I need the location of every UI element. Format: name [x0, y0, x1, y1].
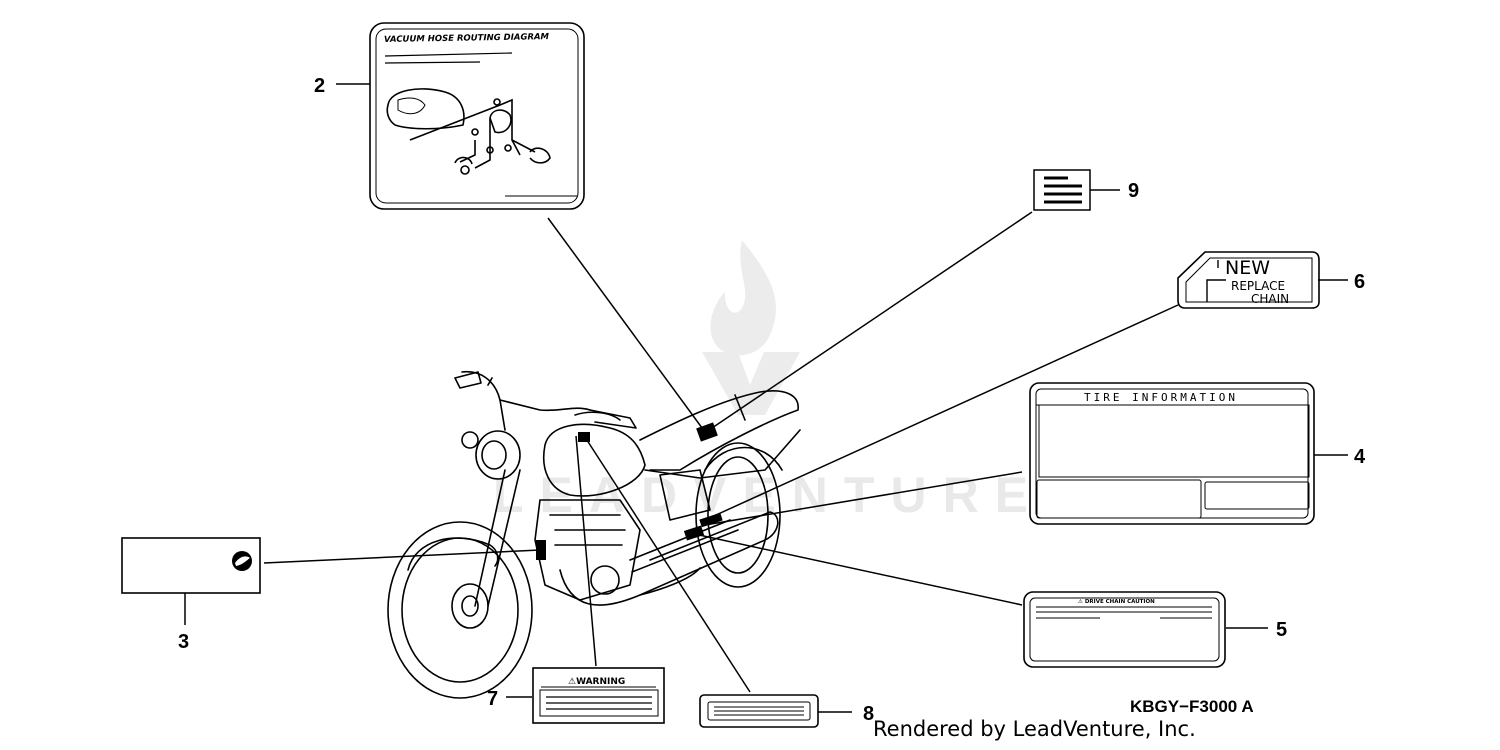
- callout-7[interactable]: 7: [487, 688, 498, 710]
- callout-9[interactable]: 9: [1128, 180, 1139, 202]
- leadventure-watermark: LEADVENTURE: [493, 240, 1028, 523]
- diagram-code: KBGY−F3000 A: [1130, 697, 1254, 716]
- render-credit: Rendered by LeadVenture, Inc.: [873, 717, 1196, 741]
- vacuum-hose-title: VACUUM HOSE ROUTING DIAGRAM: [384, 32, 550, 45]
- label-part-8: [699, 694, 819, 728]
- label-part-4-tire-information: TIRE INFORMATION: [1029, 382, 1315, 525]
- callout-numbers: 2 9 6 4 5 3 7 8: [178, 75, 1366, 725]
- label-part-9: [1033, 169, 1091, 211]
- callout-5[interactable]: 5: [1276, 619, 1287, 641]
- label-part-5-drive-chain-caution: ⚠ DRIVE CHAIN CAUTION: [1023, 591, 1226, 668]
- chain-text: CHAIN: [1251, 292, 1289, 306]
- new-text: NEW: [1225, 257, 1270, 279]
- leader-lines: [184, 83, 1348, 713]
- label-part-6-new-chain: NEW REPLACE CHAIN: [1177, 251, 1320, 309]
- callout-2[interactable]: 2: [314, 75, 325, 97]
- warning-text: ⚠WARNING: [568, 677, 625, 687]
- label-part-7-warning: ⚠WARNING: [532, 667, 665, 724]
- label-part-3-emblem: [121, 537, 261, 594]
- callout-4[interactable]: 4: [1354, 446, 1366, 468]
- watermark-flame-icon: [710, 240, 776, 356]
- vacuum-hose-label: VACUUM HOSE ROUTING DIAGRAM: [369, 22, 585, 210]
- replace-text: REPLACE: [1231, 279, 1285, 293]
- callout-6[interactable]: 6: [1354, 271, 1365, 293]
- callout-3[interactable]: 3: [178, 631, 189, 653]
- tire-information-text: TIRE INFORMATION: [1084, 391, 1238, 404]
- watermark-v-icon: [702, 352, 800, 415]
- drive-chain-caution-text: ⚠ DRIVE CHAIN CAUTION: [1078, 599, 1155, 605]
- callout-8[interactable]: 8: [863, 703, 874, 725]
